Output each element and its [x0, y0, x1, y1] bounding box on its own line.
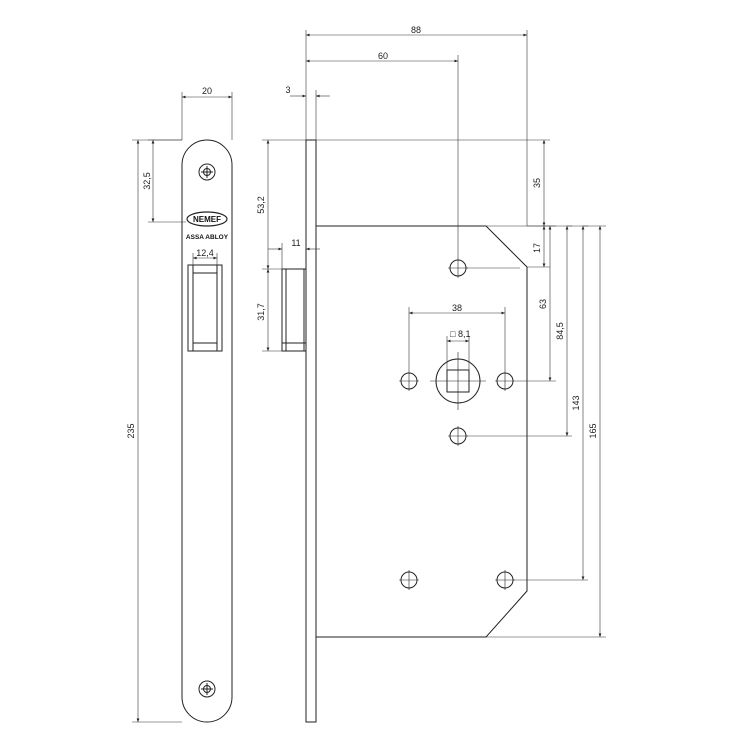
case-hole-right — [495, 371, 515, 391]
dim-label-143: 143 — [571, 395, 581, 410]
dim-bottom-holes: 143 — [513, 225, 588, 581]
logo-sub-text: ASSA ABLOY — [186, 234, 229, 241]
dim-label-235: 235 — [126, 423, 136, 438]
dim-backset: 60 — [306, 51, 459, 258]
dim-hole-spacing: 38 — [408, 303, 506, 371]
dim-label-38: 38 — [452, 303, 462, 313]
faceplate-front-view: NEMEF ASSA ABLOY — [181, 139, 233, 723]
dim-label-20: 20 — [202, 86, 212, 96]
case-hole-left — [399, 371, 419, 391]
dim-label-11: 11 — [291, 238, 300, 248]
dim-spindle-square: □ 8,1 — [446, 329, 471, 370]
logo-brand-text: NEMEF — [193, 215, 221, 224]
case-hole-lower — [448, 426, 468, 446]
dim-label-17: 17 — [532, 243, 542, 253]
top-screw-hole — [198, 163, 216, 181]
dim-latch-width: 12,4 — [192, 248, 218, 265]
dim-latch-height: 31,7 — [256, 269, 282, 352]
dim-label-165: 165 — [588, 423, 598, 438]
dim-latch-top: 53,2 — [256, 139, 306, 270]
dim-label-32-5: 32,5 — [142, 172, 152, 190]
faceplate-outline — [181, 139, 233, 723]
dim-faceplate-height: 235 — [126, 139, 182, 723]
dim-label-3: 3 — [285, 85, 290, 95]
lock-body-side-view — [281, 139, 528, 723]
lock-case — [316, 225, 528, 638]
latch-bolt — [281, 268, 307, 352]
dim-label-8-1: 8,1 — [458, 329, 471, 339]
latch-opening — [187, 264, 223, 352]
bottom-screw-hole — [198, 680, 216, 698]
dim-label-84-5: 84,5 — [555, 322, 565, 340]
dim-label-60: 60 — [378, 51, 388, 61]
dim-label-88: 88 — [411, 25, 421, 35]
dim-label-53-2: 53,2 — [256, 196, 266, 214]
nemef-logo: NEMEF ASSA ABLOY — [186, 211, 229, 241]
dim-label-12-4: 12,4 — [196, 248, 214, 258]
dim-faceplate-width: 20 — [181, 86, 233, 140]
dim-square-symbol: □ — [450, 329, 456, 339]
case-hole-bottom-right — [495, 570, 515, 590]
dim-overall-depth: 88 — [305, 25, 528, 226]
dim-lower-hole: 84,5 — [466, 225, 572, 437]
dim-latch-projection: 11 — [268, 238, 320, 269]
spindle-hub — [430, 352, 486, 410]
forend-plate — [305, 139, 317, 723]
dim-label-35: 35 — [532, 178, 542, 188]
case-hole-bottom-left — [399, 570, 419, 590]
case-hole-top — [448, 258, 468, 278]
dim-case-top: 35 — [316, 139, 550, 227]
dim-plate-thickness: 3 — [285, 85, 330, 140]
dim-top-hole-offset: 32,5 — [142, 139, 186, 223]
dim-case-chamfer: 17 — [527, 226, 550, 268]
dim-label-31-7: 31,7 — [256, 303, 266, 321]
dim-label-63: 63 — [538, 299, 548, 309]
dim-case-height: 165 — [486, 225, 606, 638]
